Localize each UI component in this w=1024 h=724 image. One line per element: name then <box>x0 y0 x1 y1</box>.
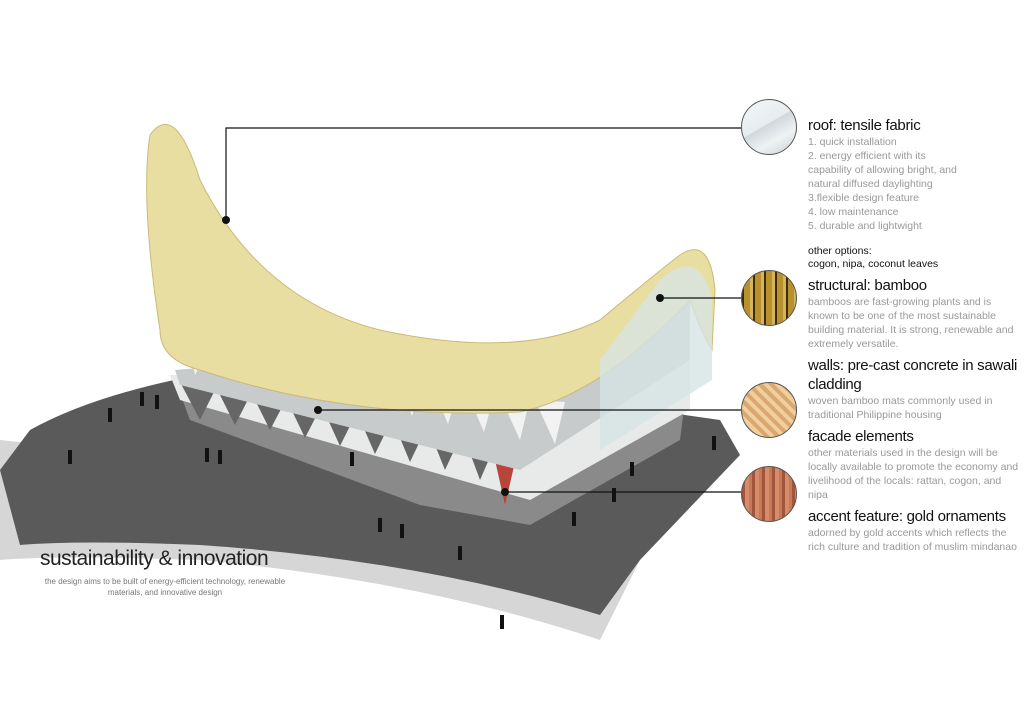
roof-item: 1. quick installation <box>808 136 897 148</box>
other-options: other options: cogon, nipa, coconut leav… <box>808 245 1020 271</box>
sawali-swatch <box>741 382 797 438</box>
accent-callout: accent feature: gold ornaments adorned b… <box>808 507 1020 554</box>
other-options-value: cogon, nipa, coconut leaves <box>808 258 939 270</box>
facade-swatch <box>741 466 797 522</box>
accent-text: adorned by gold accents which reflects t… <box>808 527 1017 553</box>
red-accent <box>495 460 515 505</box>
page-subtitle: the design aims to be built of energy-ef… <box>44 577 286 597</box>
roof-item: 5. durable and lightwight <box>808 220 922 232</box>
roof-item: 4. low maintenance <box>808 206 899 218</box>
facade-title: facade elements <box>808 428 914 445</box>
people-silhouettes <box>68 392 716 629</box>
facade-text: other materials used in the design will … <box>808 447 1019 501</box>
facade-callout: facade elements other materials used in … <box>808 427 1020 502</box>
roof-callout: roof: tensile fabric 1. quick installati… <box>808 116 1020 233</box>
structural-callout: structural: bamboo bamboos are fast-grow… <box>808 276 1020 351</box>
walls-text: woven bamboo mats commonly used in tradi… <box>808 395 993 421</box>
roof-item: 2. energy efficient with its <box>808 150 926 162</box>
accent-title: accent feature: gold ornaments <box>808 508 1006 525</box>
roof-item: capability of allowing bright, and <box>808 164 957 176</box>
page-title: sustainability & innovation <box>40 547 269 570</box>
material-notes: roof: tensile fabric 1. quick installati… <box>808 116 1020 559</box>
roof-item: natural diffused daylighting <box>808 178 933 190</box>
bamboo-swatch <box>741 270 797 326</box>
roof-list: 1. quick installation 2. energy efficien… <box>808 135 1020 233</box>
roof-title: roof: tensile fabric <box>808 117 921 134</box>
structural-title: structural: bamboo <box>808 277 927 294</box>
leader-lines <box>225 127 741 493</box>
tensile-fabric-swatch <box>741 99 797 155</box>
roof-item: 3.flexible design feature <box>808 192 919 204</box>
leader-dots <box>222 216 664 496</box>
structural-text: bamboos are fast-growing plants and is k… <box>808 296 1014 350</box>
walls-callout: walls: pre-cast concrete in sawali cladd… <box>808 356 1020 422</box>
walls-title: walls: pre-cast concrete in sawali cladd… <box>808 357 1018 393</box>
roof-inner <box>600 266 712 450</box>
other-options-label: other options: <box>808 245 872 257</box>
